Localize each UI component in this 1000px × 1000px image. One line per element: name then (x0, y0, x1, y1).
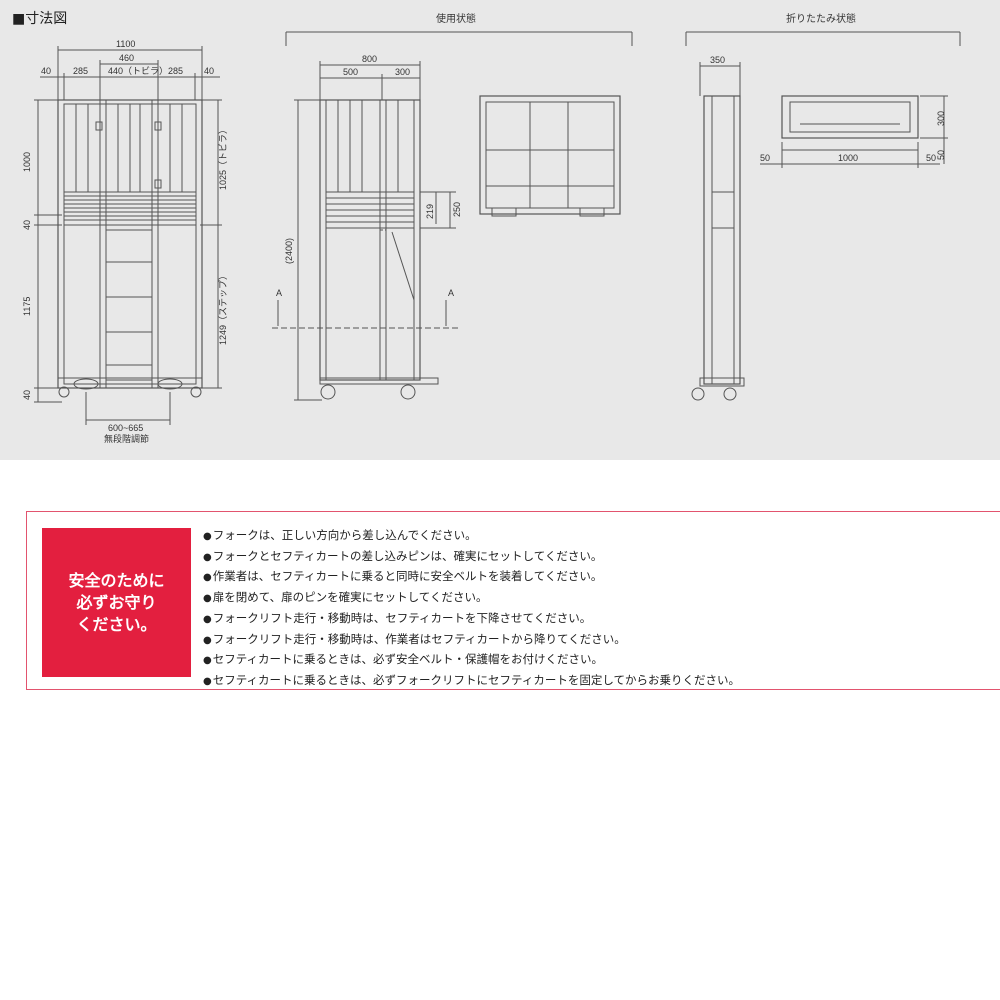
section-marker-left: A (276, 288, 282, 298)
side-dim-2: 250 (452, 202, 462, 217)
folded-top-drawing: 50 1000 50 300 50 (760, 95, 948, 168)
front-seg-2: 285 (73, 66, 88, 76)
in-use-label: 使用状態 (436, 12, 476, 25)
safety-item: セフティカートに乗るときは、必ず安全ベルト・保護帽をお付けください。 (203, 650, 740, 671)
front-seg-1: 40 (41, 66, 51, 76)
safety-item: フォークは、正しい方向から差し込んでください。 (203, 526, 740, 547)
safety-item: フォークリフト走行・移動時は、セフティカートを下降させてください。 (203, 609, 740, 630)
dimension-drawings: 1100 460 40 285 440（トビラ） 285 40 1000 40 … (22, 12, 961, 444)
front-view-drawing: 1100 460 40 285 440（トビラ） 285 40 1000 40 … (22, 39, 228, 444)
folded-right-margin: 50 (926, 153, 936, 163)
safety-item: セフティカートに乗るときは、必ずフォークリフトにセフティカートを固定してからお乗… (203, 671, 740, 692)
side-seg-1: 500 (343, 67, 358, 77)
front-door-width: 460 (119, 53, 134, 63)
front-seg-3: 440（トビラ） (108, 66, 168, 76)
folded-label: 折りたたみ状態 (786, 12, 856, 25)
safety-notice: 安全のために 必ずお守り ください。 フォークは、正しい方向から差し込んでくださ… (26, 511, 1000, 690)
folded-length: 1000 (838, 153, 858, 163)
front-seg-5: 40 (204, 66, 214, 76)
side-dim-1: 219 (425, 204, 435, 219)
side-height-total: (2400) (284, 238, 294, 264)
front-height-4: 40 (22, 390, 32, 400)
front-height-1: 1000 (22, 152, 32, 172)
plan-view-drawing (479, 95, 621, 217)
front-height-3: 1175 (22, 297, 32, 316)
folded-height-1: 300 (936, 111, 946, 126)
folded-width: 350 (710, 55, 725, 65)
safety-list: フォークは、正しい方向から差し込んでください。 フォークとセフティカートの差し込… (203, 526, 740, 692)
side-seg-2: 300 (395, 67, 410, 77)
front-stair-label: 無段階調節 (104, 433, 149, 444)
side-width-total: 800 (362, 54, 377, 64)
front-width-total: 1100 (116, 39, 135, 49)
section-marker-right: A (448, 288, 454, 298)
folded-height-2: 50 (936, 150, 946, 160)
folded-left-margin: 50 (760, 153, 770, 163)
front-height-step: 1249（ステップ） (218, 271, 228, 345)
side-view-drawing: 800 500 300 (2400) 219 250 (272, 54, 462, 401)
safety-badge: 安全のために 必ずお守り ください。 (42, 528, 191, 677)
front-height-2: 40 (22, 220, 32, 230)
safety-item: 作業者は、セフティカートに乗ると同時に安全ベルトを装着してください。 (203, 567, 740, 588)
front-height-door: 1025（トビラ） (218, 125, 228, 190)
safety-item: フォークリフト走行・移動時は、作業者はセフティカートから降りてください。 (203, 630, 740, 651)
dimension-diagram-panel: ■寸法図 1100 460 40 285 440（トビラ） 285 40 100… (0, 0, 1000, 460)
section-title: ■寸法図 (12, 11, 68, 27)
safety-item: フォークとセフティカートの差し込みピンは、確実にセットしてください。 (203, 547, 740, 568)
safety-badge-text: 安全のために 必ずお守り ください。 (68, 570, 165, 634)
front-seg-4: 285 (168, 66, 183, 76)
folded-side-drawing: 350 (691, 55, 745, 401)
safety-item: 扉を閉めて、扉のピンを確実にセットしてください。 (203, 588, 740, 609)
front-stair-range: 600~665 (108, 423, 143, 433)
